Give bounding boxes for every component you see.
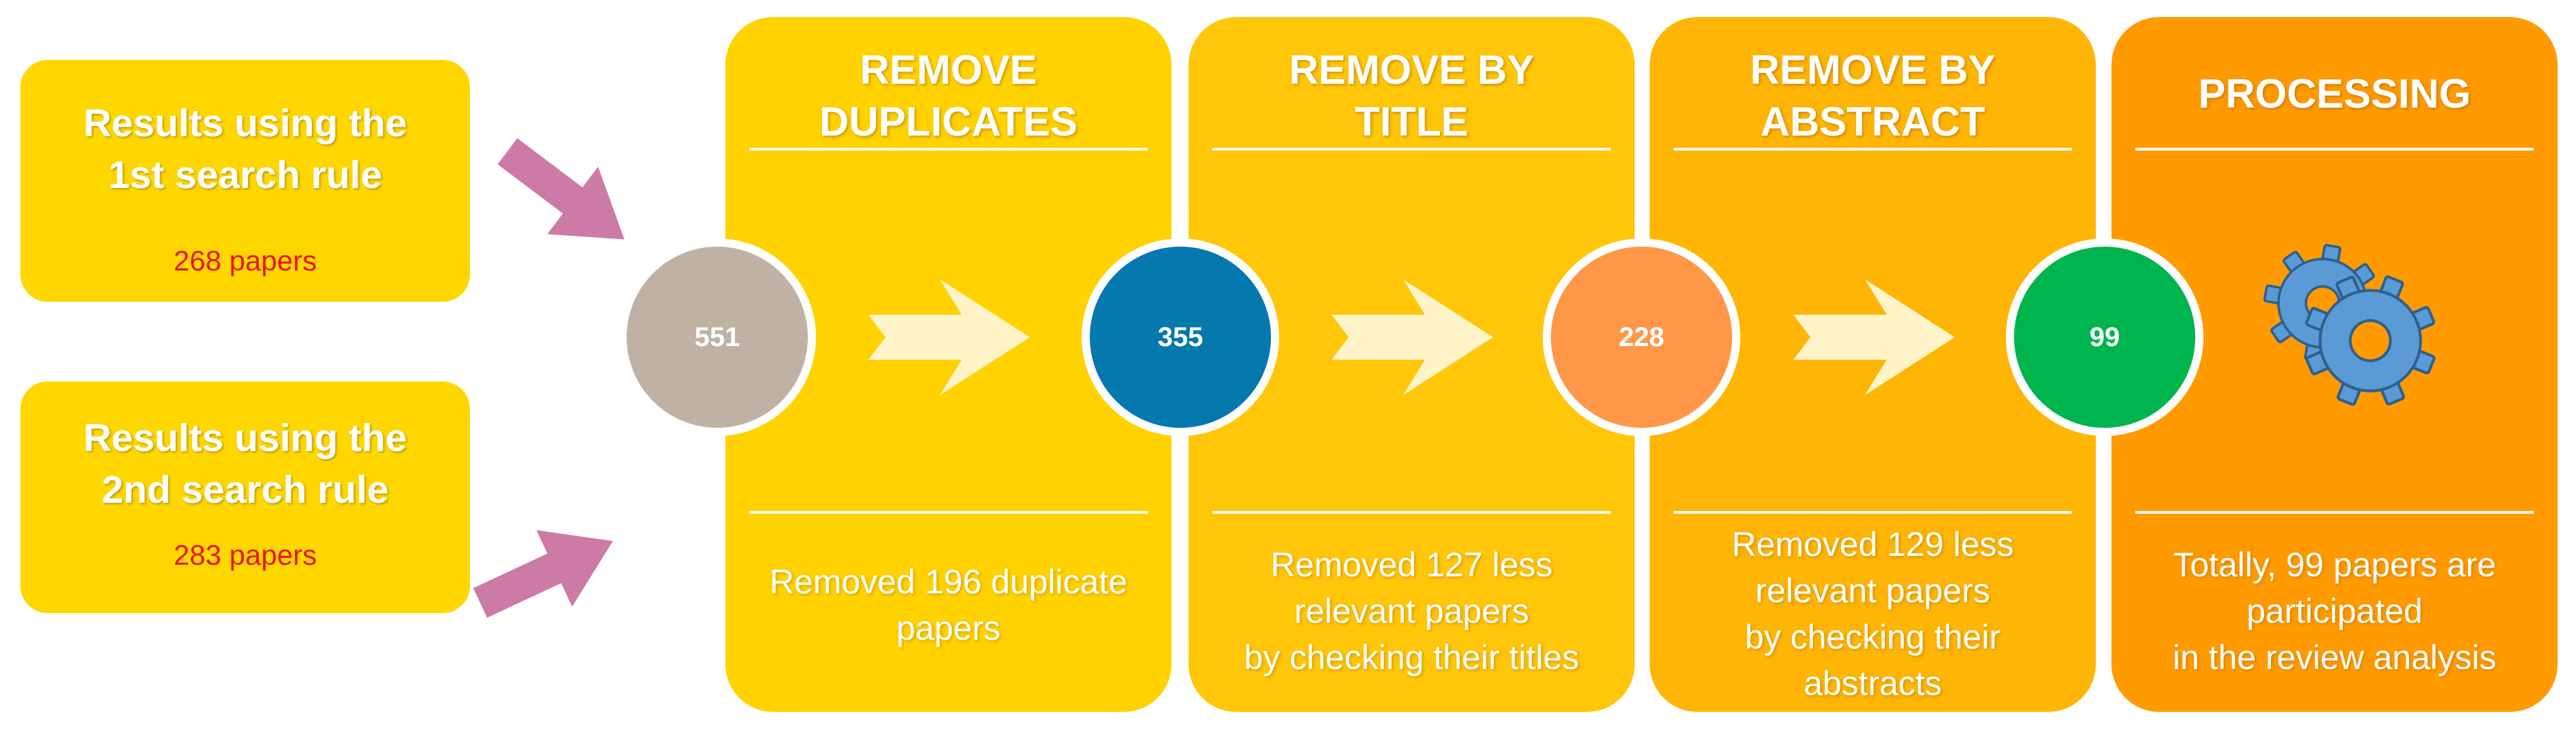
gear-front bbox=[2284, 255, 2456, 426]
stage-3-title: REMOVE BY ABSTRACT bbox=[1750, 47, 1996, 144]
stage-1-top-divider bbox=[749, 148, 1148, 151]
flow-arrow-3 bbox=[1793, 279, 1955, 395]
stage-2-bottom-divider bbox=[1212, 511, 1611, 514]
flow-arrow-1 bbox=[868, 279, 1030, 395]
source-2-title: Results using the 2nd search rule bbox=[83, 416, 407, 512]
merge-arrow-top bbox=[497, 138, 625, 240]
stage-4-title: PROCESSING bbox=[2198, 71, 2471, 116]
flow-arrow-2 bbox=[1332, 279, 1493, 395]
stage-4-top-divider bbox=[2135, 148, 2534, 151]
stage-2-description: Removed 127 less relevant papers by chec… bbox=[1244, 546, 1580, 676]
merge-arrow-bottom bbox=[473, 530, 613, 618]
stage-1-description: Removed 196 duplicate papers bbox=[769, 563, 1128, 647]
stage-3-description: Removed 129 less relevant papers by chec… bbox=[1731, 525, 2014, 702]
source-box-1: Results using the 1st search rule 268 pa… bbox=[20, 60, 470, 302]
stage-4-bottom-divider bbox=[2135, 511, 2534, 514]
stage-3-bottom-divider bbox=[1674, 511, 2072, 514]
source-2-count: 283 papers bbox=[173, 539, 317, 571]
stage-2-top-divider bbox=[1212, 148, 1611, 151]
stage-1-title: REMOVE DUPLICATES bbox=[819, 47, 1078, 144]
stage-3-top-divider bbox=[1674, 148, 2072, 151]
source-box-2: Results using the 2nd search rule 283 pa… bbox=[20, 382, 470, 613]
stage-2-title: REMOVE BY TITLE bbox=[1289, 47, 1535, 144]
stage-4-description: Totally, 99 papers are participated in t… bbox=[2172, 546, 2497, 676]
source-1-count: 268 papers bbox=[173, 245, 317, 277]
stage-1-bottom-divider bbox=[749, 511, 1148, 514]
source-1-title: Results using the 1st search rule bbox=[83, 102, 407, 197]
